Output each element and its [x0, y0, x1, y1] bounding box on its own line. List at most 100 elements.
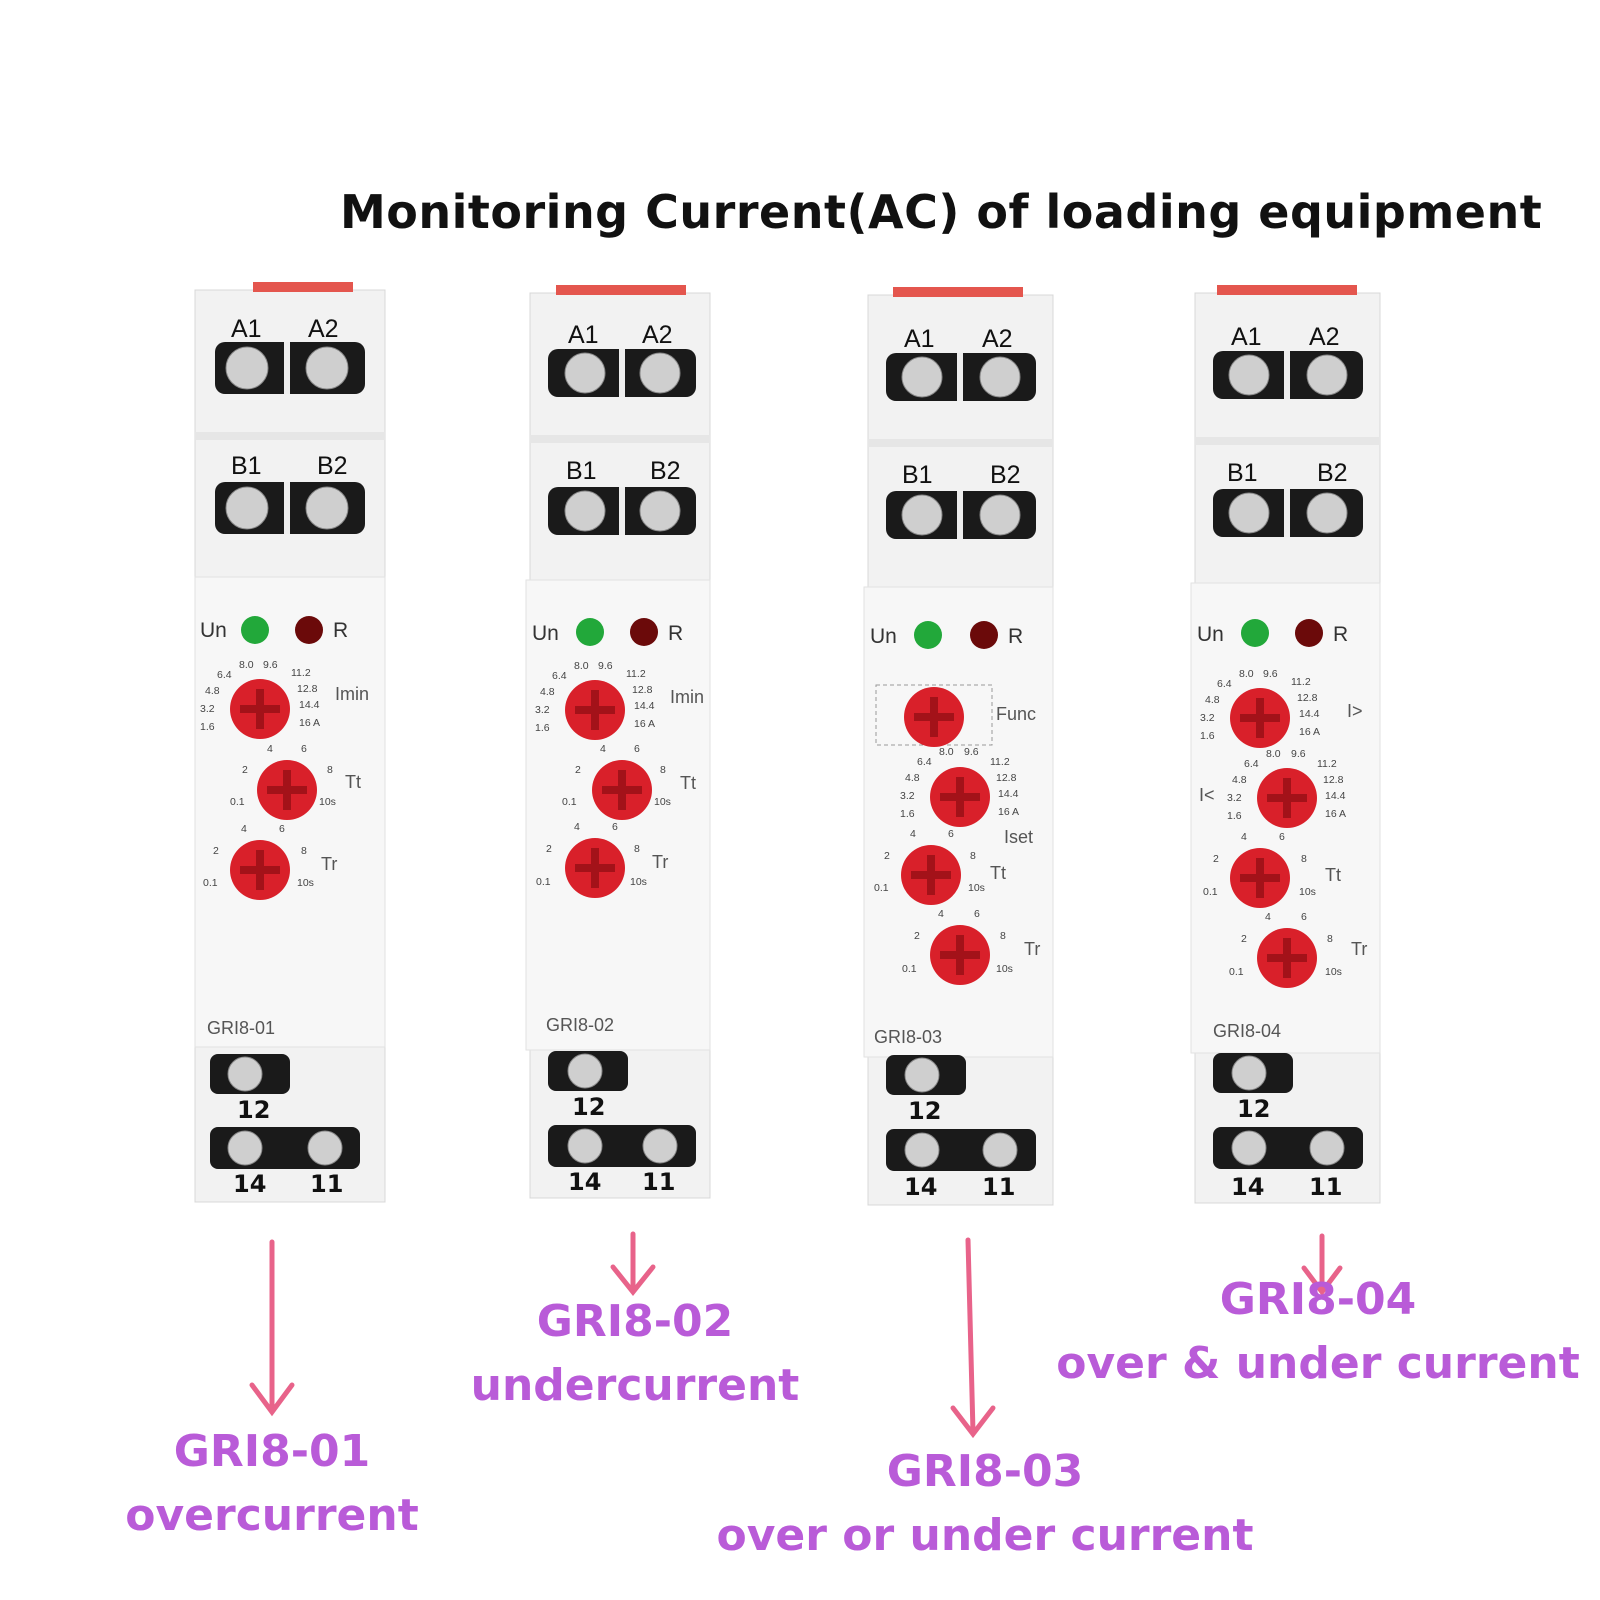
- svg-text:12.8: 12.8: [1297, 692, 1318, 704]
- svg-text:A2: A2: [982, 325, 1013, 353]
- svg-text:4: 4: [1265, 911, 1271, 923]
- svg-text:I<: I<: [1199, 785, 1215, 805]
- svg-text:10s: 10s: [654, 796, 671, 808]
- model-label: GRI8-01: [207, 1018, 275, 1038]
- label-a2: A2: [308, 315, 339, 343]
- caption-desc: over & under current: [1056, 1338, 1580, 1389]
- svg-text:10s: 10s: [1299, 886, 1316, 898]
- svg-text:16 A: 16 A: [634, 718, 655, 730]
- svg-text:R: R: [668, 622, 683, 645]
- svg-text:14: 14: [1231, 1173, 1264, 1201]
- svg-text:6.4: 6.4: [217, 669, 232, 681]
- caption-gri8-04: GRI8-04 over & under current: [1040, 1268, 1596, 1396]
- top-clip: [253, 282, 353, 292]
- relay-gri8-02: A1 A2 B1 B2 Un R Imin 1.6 3.2 4.8 6.4 8.…: [525, 285, 711, 1200]
- svg-text:6.4: 6.4: [552, 670, 567, 682]
- svg-text:6: 6: [612, 821, 618, 833]
- svg-text:14.4: 14.4: [634, 700, 655, 712]
- svg-text:8: 8: [1301, 853, 1307, 865]
- svg-text:B2: B2: [1317, 459, 1348, 487]
- led-red: [295, 616, 323, 644]
- svg-text:Tt: Tt: [990, 863, 1006, 883]
- svg-text:1.6: 1.6: [200, 721, 215, 733]
- svg-text:0.1: 0.1: [536, 876, 551, 888]
- svg-text:9.6: 9.6: [263, 659, 278, 671]
- svg-text:B2: B2: [650, 457, 681, 485]
- caption-model: GRI8-04: [1219, 1274, 1417, 1325]
- svg-text:2: 2: [884, 850, 890, 862]
- dial-tr: Tr 0.1 2 4 6 8 10s: [1229, 911, 1367, 988]
- top-clip: [1217, 285, 1357, 295]
- caption-gri8-02: GRI8-02 undercurrent: [465, 1290, 805, 1418]
- svg-text:4: 4: [574, 821, 580, 833]
- svg-text:16 A: 16 A: [1299, 726, 1320, 738]
- svg-text:0.1: 0.1: [874, 882, 889, 894]
- svg-text:Un: Un: [532, 622, 559, 645]
- svg-text:Imin: Imin: [670, 687, 704, 707]
- svg-text:0.1: 0.1: [230, 796, 245, 808]
- dial-tr: Tr 0.1 2 4 6 8 10s: [536, 821, 668, 898]
- relay-gri8-04: A1 A2 B1 B2 Un R I> 1.6 3.2 4.8 6.4 8.0 …: [1190, 285, 1381, 1205]
- svg-text:B1: B1: [566, 457, 597, 485]
- svg-text:8: 8: [1000, 930, 1006, 942]
- svg-text:GRI8-02: GRI8-02: [546, 1015, 614, 1035]
- svg-text:Tr: Tr: [321, 854, 337, 874]
- svg-text:Tt: Tt: [680, 773, 696, 793]
- svg-text:Un: Un: [870, 625, 897, 648]
- svg-text:Tr: Tr: [1351, 939, 1367, 959]
- svg-text:2: 2: [575, 764, 581, 776]
- label-b2: B2: [317, 452, 348, 480]
- page-title: Monitoring Current(AC) of loading equipm…: [340, 185, 1543, 239]
- svg-text:4: 4: [600, 743, 606, 755]
- arrow-4-head: [1301, 1265, 1343, 1297]
- dial-func: Func: [875, 684, 1036, 747]
- svg-text:Tt: Tt: [1325, 865, 1341, 885]
- svg-text:GRI8-03: GRI8-03: [874, 1027, 942, 1047]
- svg-text:12: 12: [237, 1096, 270, 1124]
- led-red: [630, 618, 658, 646]
- svg-text:11.2: 11.2: [291, 667, 311, 679]
- svg-text:B1: B1: [902, 461, 933, 489]
- svg-text:0.1: 0.1: [1203, 886, 1218, 898]
- svg-text:2: 2: [1241, 933, 1247, 945]
- svg-text:14.4: 14.4: [1325, 790, 1346, 802]
- svg-text:1.6: 1.6: [535, 722, 550, 734]
- dial-tr: Tr 0.1 2 4 6 8 10s: [203, 823, 337, 900]
- top-clip: [556, 285, 686, 295]
- led-green: [241, 616, 269, 644]
- svg-text:4: 4: [241, 823, 247, 835]
- relay-svg: A1 A2 B1 B2 Un R Imin 1.6 3.2 4.8 6.4 8.…: [194, 282, 386, 1203]
- svg-text:10s: 10s: [996, 963, 1013, 975]
- svg-text:6: 6: [634, 743, 640, 755]
- svg-text:4.8: 4.8: [905, 772, 920, 784]
- svg-text:16 A: 16 A: [299, 717, 320, 729]
- svg-text:9.6: 9.6: [1291, 748, 1306, 760]
- svg-text:A2: A2: [1309, 323, 1340, 351]
- svg-text:I>: I>: [1347, 701, 1363, 721]
- svg-text:Tr: Tr: [1024, 939, 1040, 959]
- svg-text:0.1: 0.1: [902, 963, 917, 975]
- relay-svg: A1 A2 B1 B2 Un R Imin 1.6 3.2 4.8 6.4 8.…: [525, 285, 711, 1199]
- caption-gri8-01: GRI8-01 overcurrent: [112, 1420, 432, 1548]
- caption-desc: overcurrent: [125, 1490, 419, 1541]
- led-green: [576, 618, 604, 646]
- svg-text:Func: Func: [996, 704, 1036, 724]
- svg-text:11.2: 11.2: [990, 756, 1010, 768]
- svg-text:8.0: 8.0: [239, 659, 254, 671]
- label-a1: A1: [231, 315, 262, 343]
- svg-text:10s: 10s: [630, 876, 647, 888]
- svg-text:8: 8: [634, 843, 640, 855]
- svg-text:10s: 10s: [1325, 966, 1342, 978]
- svg-text:12.8: 12.8: [297, 683, 318, 695]
- svg-text:6: 6: [1279, 831, 1285, 843]
- led-label-r: R: [333, 619, 348, 642]
- arrow-1-head: [249, 1382, 295, 1417]
- svg-text:3.2: 3.2: [1200, 712, 1215, 724]
- svg-text:8: 8: [327, 764, 333, 776]
- svg-text:8.0: 8.0: [1266, 748, 1281, 760]
- relay-svg: A1 A2 B1 B2 Un R Func Iset 1.6 3.2 4.8 6…: [863, 287, 1054, 1206]
- svg-text:2: 2: [1213, 853, 1219, 865]
- svg-text:6: 6: [279, 823, 285, 835]
- svg-text:10s: 10s: [297, 877, 314, 889]
- svg-text:1.6: 1.6: [1200, 730, 1215, 742]
